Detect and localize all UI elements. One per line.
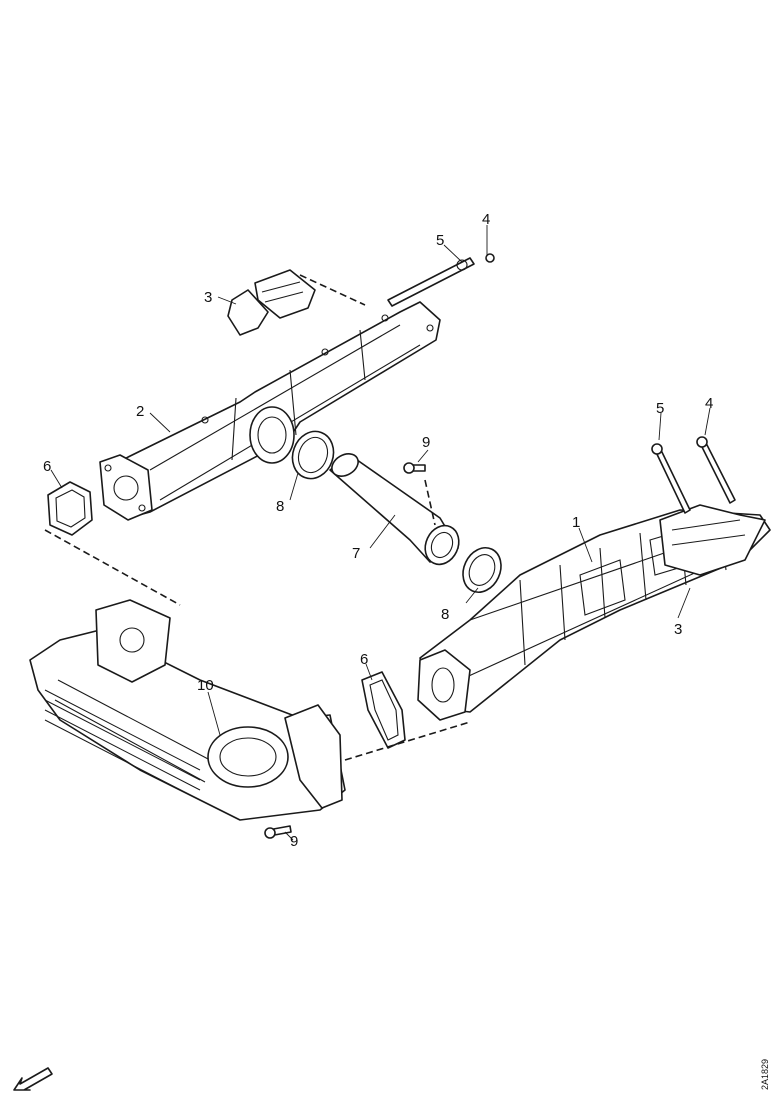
gasket-left <box>47 481 93 536</box>
gasket-mid <box>361 671 406 749</box>
front-direction-arrow-icon <box>13 1067 53 1091</box>
callout-9-top: 9 <box>422 434 430 451</box>
callout-2: 2 <box>136 403 144 420</box>
connecting-pipe <box>329 453 460 566</box>
leader-lines <box>50 225 711 841</box>
bolt-right-5 <box>651 443 691 514</box>
dashed-guide-left <box>44 529 181 606</box>
seal-ring-top <box>291 430 335 480</box>
callout-9-bottom: 9 <box>290 833 298 850</box>
callout-6-left: 6 <box>43 458 51 475</box>
dashed-guide-pipe <box>424 479 436 526</box>
dashed-guide-lower <box>344 721 471 761</box>
lower-manifold-round-flange <box>207 726 289 788</box>
callout-3-right: 3 <box>674 621 682 638</box>
seal-ring-mid <box>462 547 502 593</box>
callout-5-right: 5 <box>656 400 664 417</box>
callout-7: 7 <box>352 545 360 562</box>
bolt-top <box>387 253 495 307</box>
callout-10: 10 <box>197 677 214 694</box>
callout-8-top: 8 <box>276 498 284 515</box>
elbow-gasket-right <box>659 504 766 576</box>
upper-manifold-flange <box>99 454 153 521</box>
elbow-gasket-top <box>227 269 316 336</box>
lower-manifold-outlet <box>284 704 343 809</box>
bolt-9-bottom <box>264 825 292 839</box>
callout-5-top: 5 <box>436 232 444 249</box>
callout-4-right: 4 <box>705 395 713 412</box>
callout-labels: 4 5 3 2 6 8 7 9 8 1 5 4 3 6 10 9 <box>43 211 713 850</box>
callout-8-mid: 8 <box>441 606 449 623</box>
drawing-code: 2A1829 <box>760 1059 770 1090</box>
callout-3-top: 3 <box>204 289 212 306</box>
callout-4-top: 4 <box>482 211 490 228</box>
lower-manifold-tower <box>95 599 171 683</box>
bolt-right-4 <box>696 436 736 504</box>
bolt-holes-upper <box>201 314 434 424</box>
right-manifold-inlet-flange <box>417 649 471 721</box>
bolt-9-top <box>403 462 426 474</box>
callout-1: 1 <box>572 514 580 531</box>
callout-6-mid: 6 <box>360 651 368 668</box>
lower-manifold-grille <box>44 689 201 801</box>
upper-manifold-pipe <box>117 301 441 519</box>
dashed-guide-upper <box>299 274 366 306</box>
